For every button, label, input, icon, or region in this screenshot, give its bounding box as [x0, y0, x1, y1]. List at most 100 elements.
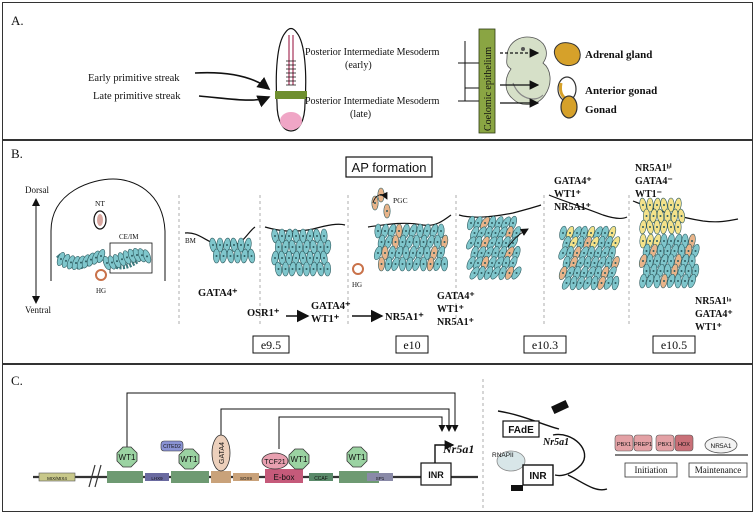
stage5-bot-nr5a1: NR5A1ˡᵒ	[695, 296, 731, 307]
cell	[371, 195, 379, 211]
fade-box	[502, 420, 540, 438]
hg-label: HG	[96, 287, 106, 295]
osr1-marker: OSR1⁺	[247, 308, 280, 319]
cell	[670, 208, 679, 224]
cell	[639, 273, 647, 289]
stage5-top-gata4: GATA4⁻	[635, 176, 673, 187]
wt1-protein-c	[288, 448, 310, 470]
cell	[295, 261, 304, 277]
wt1-site-b	[171, 471, 209, 483]
adrenal-gland-icon	[554, 42, 581, 67]
cell	[469, 266, 480, 280]
ap-formation-box	[345, 156, 433, 178]
cell	[374, 223, 382, 239]
cell	[288, 261, 297, 277]
cell	[412, 256, 421, 272]
cell	[247, 248, 256, 264]
cell	[271, 250, 279, 266]
wt1-site-a	[107, 471, 143, 483]
cell	[660, 219, 668, 235]
mix-element	[38, 472, 76, 482]
panel-b: B. AP formation Dorsal Ventral NT CE/IM …	[2, 140, 753, 364]
cell	[660, 273, 668, 289]
cell	[423, 245, 431, 261]
cell	[639, 219, 647, 235]
inr-label: INR	[428, 470, 444, 480]
cell	[316, 261, 325, 277]
cell	[391, 256, 400, 272]
fade-label: FAdE	[508, 425, 534, 436]
inr2-label: INR	[529, 471, 547, 482]
wt1-c-label: WT1	[291, 455, 308, 464]
cell	[639, 233, 647, 249]
cell	[677, 208, 686, 224]
cell	[302, 261, 310, 277]
stage-box-e105	[652, 335, 696, 354]
cell	[653, 219, 661, 235]
cell	[433, 256, 442, 272]
wt1-b-label: WT1	[181, 455, 198, 464]
cell	[213, 248, 221, 264]
gonad-icon	[560, 95, 578, 119]
cell	[649, 208, 658, 224]
ap-formation-title: AP formation	[352, 160, 427, 175]
stage5-top-wt1: WT1⁻	[635, 189, 662, 200]
hg2-label: HG	[352, 281, 362, 289]
cell	[278, 228, 286, 244]
prep1-label: PREP1	[634, 442, 652, 448]
cell	[384, 256, 393, 272]
pim-late-line2: (late)	[350, 109, 371, 120]
coelomic-epithelium-box	[478, 28, 496, 134]
cell	[558, 266, 568, 280]
dorsal-label: Dorsal	[25, 185, 49, 195]
stage3-nr5a1: NR5A1⁺	[437, 317, 474, 328]
cell	[426, 234, 435, 250]
cell	[611, 275, 620, 291]
cell	[674, 273, 682, 289]
cell-clusters	[56, 187, 700, 291]
gene-label: Nr5a1	[442, 442, 474, 456]
pim-early-line1: Posterior Intermediate Mesoderm	[305, 47, 440, 58]
pim-early-line2: (early)	[345, 60, 372, 71]
cell	[558, 246, 568, 260]
cell	[559, 225, 567, 241]
coelomic-epithelium-label: Coelomic epithelium	[483, 47, 494, 131]
ebox-element	[265, 469, 303, 483]
cell	[569, 275, 578, 291]
gata4-protein	[211, 434, 231, 472]
stage-box-e103	[523, 335, 567, 354]
stage-e95: e9.5	[261, 338, 281, 352]
rnapii-label: RNAPII	[492, 452, 514, 459]
cell	[299, 250, 307, 266]
stage3-wt1: WT1⁺	[437, 304, 464, 315]
stage3-gata4: GATA4⁺	[437, 291, 475, 302]
pgc-label: PGC	[393, 196, 408, 205]
stage-e10: e10	[403, 338, 420, 352]
panel-b-label: B.	[11, 146, 23, 161]
anterior-gonad-label: Anterior gonad	[585, 85, 657, 97]
cell	[381, 245, 389, 261]
pbx1-b-label: PBX1	[658, 442, 672, 448]
cell	[320, 228, 328, 244]
wt1-protein-d	[346, 446, 368, 468]
cell	[590, 275, 599, 291]
lhx9-element	[145, 473, 169, 481]
late-streak-arrow	[198, 95, 271, 108]
cell	[466, 236, 476, 250]
hindgut-icon	[352, 263, 364, 275]
cell	[604, 236, 613, 250]
cell	[377, 256, 386, 272]
cell	[440, 256, 449, 272]
maintenance-label: Maintenance	[695, 465, 741, 475]
cited2-label: CITED2	[163, 444, 181, 450]
sp1-label: SP1	[376, 476, 385, 481]
stage4-wt1: WT1⁺	[554, 189, 581, 200]
initiation-box	[624, 462, 678, 478]
cell	[419, 256, 428, 272]
cell	[405, 256, 414, 272]
rnapii-icon	[496, 450, 526, 472]
ventral-label: Ventral	[25, 305, 51, 315]
ccaf-label: CCAF	[314, 476, 328, 482]
cell	[423, 223, 431, 239]
inr-box	[420, 462, 452, 486]
